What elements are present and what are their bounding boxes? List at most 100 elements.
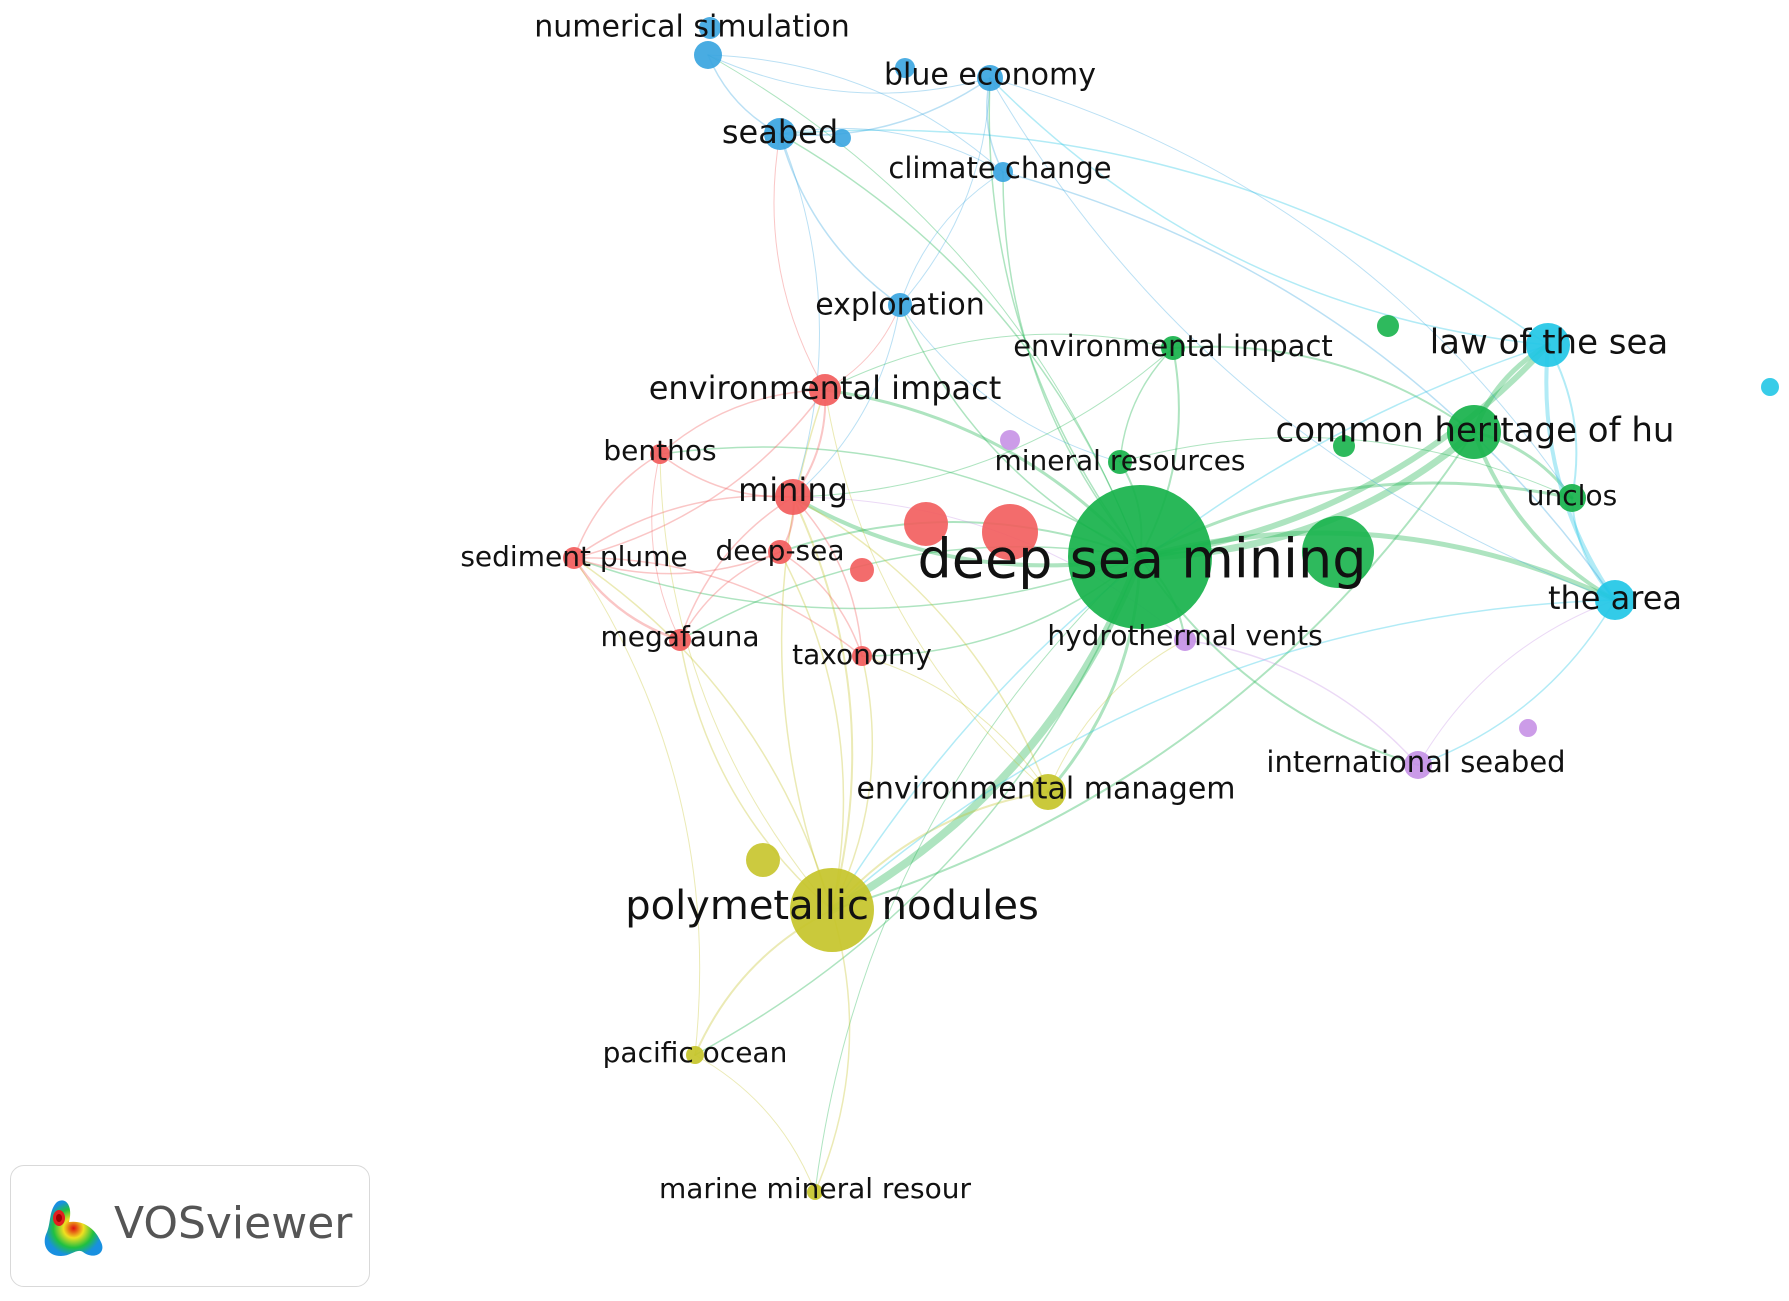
edge-n8-n10 xyxy=(659,389,826,455)
edge-n23-n12 xyxy=(792,496,854,911)
edge-n15-n18 xyxy=(679,551,781,641)
node-label-n22: environmental managem xyxy=(856,772,1235,807)
minor-node-1 xyxy=(895,58,915,78)
node-label-n21: international seabed xyxy=(1266,745,1565,779)
edge-n24-n14 xyxy=(573,557,701,1056)
edge-n22-n8 xyxy=(824,389,1049,793)
minor-node-4 xyxy=(982,504,1038,560)
minor-node-0 xyxy=(699,17,721,39)
edge-n22-n19 xyxy=(861,655,1049,793)
edge-n7-n3 xyxy=(779,129,1549,346)
node-label-n17: the area xyxy=(1548,579,1682,617)
edge-n16-n24 xyxy=(694,556,1141,1056)
node-n24[interactable] xyxy=(686,1046,704,1064)
minor-node-2 xyxy=(833,129,851,147)
node-n7[interactable] xyxy=(1526,323,1570,367)
edge-n1-n4 xyxy=(707,54,1004,173)
edge-n2-n13 xyxy=(989,77,1573,499)
node-n4[interactable] xyxy=(993,162,1013,182)
edge-n21-n17 xyxy=(1417,599,1616,766)
node-n25[interactable] xyxy=(807,1184,823,1200)
node-label-n14: sediment plume xyxy=(460,540,687,573)
node-n6[interactable] xyxy=(1161,336,1185,360)
edge-n14-n10 xyxy=(573,453,661,559)
node-n12[interactable] xyxy=(775,479,811,515)
edge-n5-n12 xyxy=(792,304,901,498)
edge-n16-n2 xyxy=(988,77,1141,558)
edge-n23-n14 xyxy=(573,557,833,911)
node-n9[interactable] xyxy=(1447,405,1501,459)
edge-n12-n19 xyxy=(792,496,863,657)
edge-n2-n5 xyxy=(899,77,991,306)
minor-node-10 xyxy=(1519,719,1537,737)
node-n15[interactable] xyxy=(768,540,792,564)
node-n8[interactable] xyxy=(809,374,841,406)
edge-n15-n19 xyxy=(779,551,863,657)
edge-n3-n2 xyxy=(779,77,991,137)
node-label-n16: deep sea mining xyxy=(917,528,1366,591)
edge-n3-n5 xyxy=(779,133,901,306)
node-label-n20: hydrothermal vents xyxy=(1047,619,1322,652)
node-label-n19: taxonomy xyxy=(792,638,932,671)
edge-n23-n18 xyxy=(679,639,833,911)
node-n5[interactable] xyxy=(888,293,912,317)
edge-n7-n2 xyxy=(989,77,1549,346)
edge-n7-n17 xyxy=(1544,343,1617,602)
minor-node-8 xyxy=(1333,435,1355,457)
edge-n12-n14 xyxy=(573,495,794,559)
network-nodes xyxy=(563,17,1779,1200)
minor-node-11 xyxy=(1761,378,1779,396)
node-n23[interactable] xyxy=(790,868,874,952)
edge-n9-n17 xyxy=(1472,430,1617,602)
node-label-n13: unclos xyxy=(1527,479,1617,512)
edge-n24-n25 xyxy=(694,1054,816,1193)
edge-n10-n18 xyxy=(651,453,681,641)
node-label-n9: common heritage of hu xyxy=(1276,411,1675,451)
node-label-n3: seabed xyxy=(722,113,838,151)
node-n11[interactable] xyxy=(1108,450,1132,474)
edge-n5-n11 xyxy=(899,304,1121,463)
edge-n21-n20 xyxy=(1184,639,1419,766)
node-n10[interactable] xyxy=(650,444,670,464)
edge-n16-n1 xyxy=(707,54,1141,558)
edge-n22-n20 xyxy=(1047,639,1186,793)
node-label-n8: environmental impact xyxy=(649,369,1002,407)
node-n14[interactable] xyxy=(563,547,585,569)
edge-n16-n25 xyxy=(814,556,1141,1193)
node-n16[interactable] xyxy=(1068,485,1212,629)
minor-node-9 xyxy=(1000,430,1020,450)
node-n21[interactable] xyxy=(1404,751,1432,779)
node-label-n6: environmental impact xyxy=(1013,329,1333,363)
edge-n23-n25 xyxy=(814,909,851,1193)
vosviewer-logo-text: VOSviewer xyxy=(114,1198,353,1249)
minor-node-3 xyxy=(904,502,948,546)
node-label-n12: mining xyxy=(738,471,848,509)
node-n2[interactable] xyxy=(977,65,1003,91)
node-n18[interactable] xyxy=(669,629,691,651)
minor-node-7 xyxy=(1377,315,1399,337)
edge-n8-n14 xyxy=(573,389,826,559)
node-n19[interactable] xyxy=(852,646,872,666)
node-label-n5: exploration xyxy=(815,288,985,323)
edge-n14-n18 xyxy=(572,556,682,642)
edge-n16-n14 xyxy=(573,556,1141,610)
edge-n23-n10 xyxy=(659,453,833,911)
vosviewer-density-icon xyxy=(44,1200,103,1256)
minor-node-12 xyxy=(746,843,780,877)
edge-n6-n8 xyxy=(824,333,1174,391)
edge-n17-n21 xyxy=(1417,599,1616,766)
node-n3[interactable] xyxy=(764,118,796,150)
node-n22[interactable] xyxy=(1030,774,1066,810)
edge-n23-n15 xyxy=(779,551,845,911)
edge-n14-n15 xyxy=(573,551,781,575)
node-n17[interactable] xyxy=(1595,580,1635,620)
node-label-n2: blue economy xyxy=(884,58,1096,93)
node-label-n1: numerical simulation xyxy=(534,10,850,45)
edge-n3-n12 xyxy=(779,133,820,498)
edge-n8-n3 xyxy=(773,133,826,391)
node-n13[interactable] xyxy=(1558,484,1586,512)
node-n20[interactable] xyxy=(1174,629,1196,651)
node-label-n11: mineral resources xyxy=(994,444,1245,477)
node-n1[interactable] xyxy=(694,41,722,69)
